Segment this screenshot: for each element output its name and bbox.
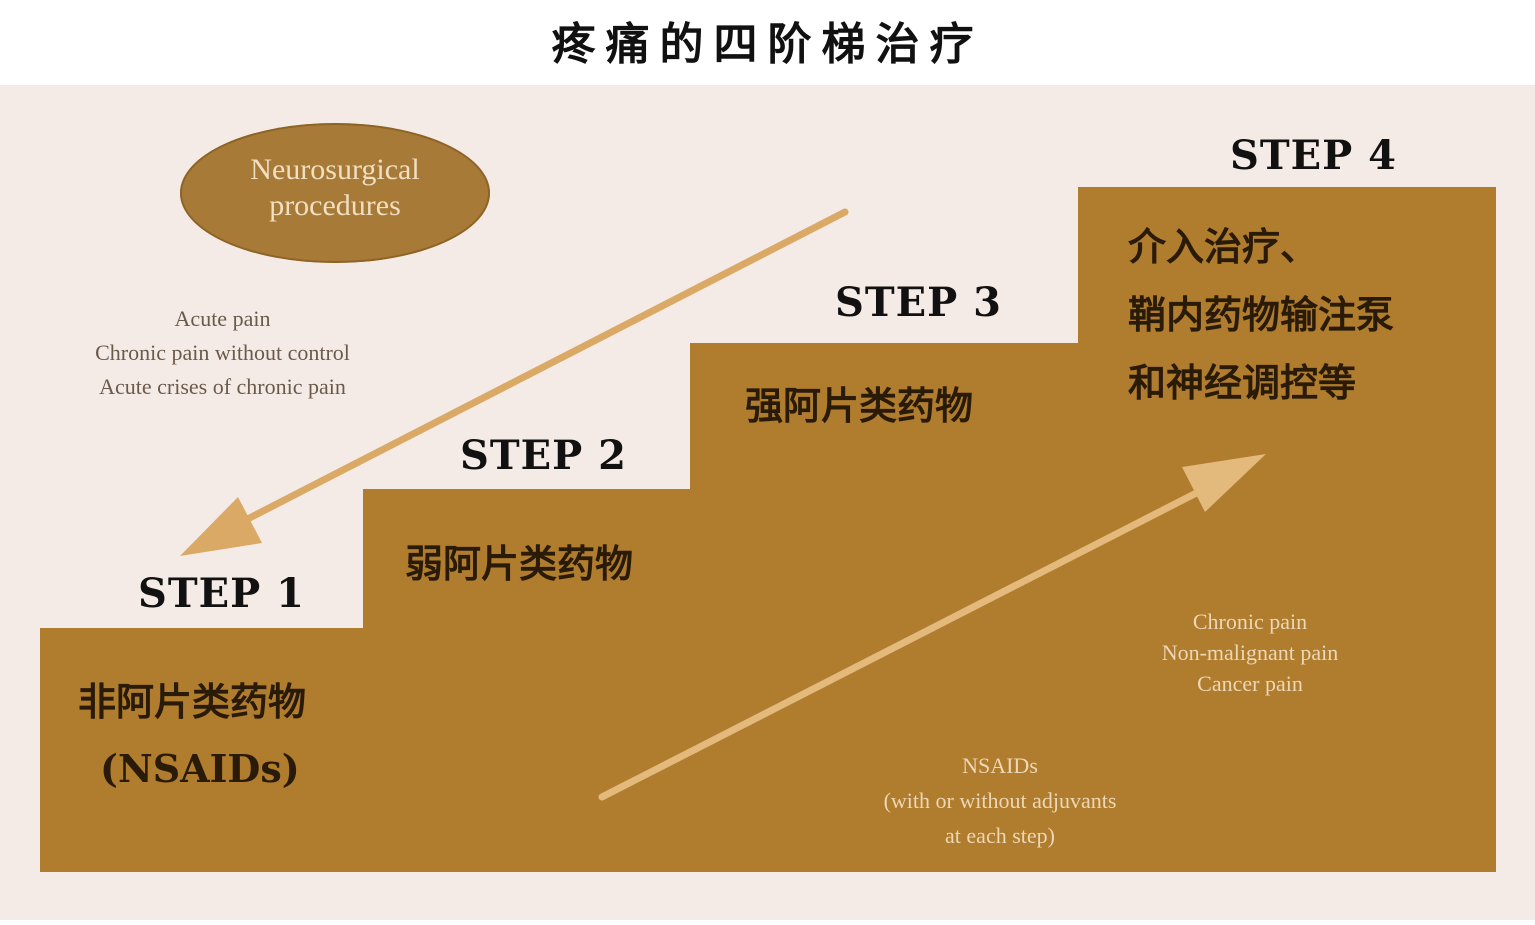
ascent-indication: Non-malignant pain: [1161, 640, 1339, 665]
page-title: 疼痛的四阶梯治疗: [551, 19, 984, 70]
step-4-line-2: 鞘内药物输注泵: [1128, 293, 1395, 337]
step-3-text: 强阿片类药物: [745, 384, 974, 428]
descent-indication: Acute pain: [174, 306, 271, 331]
descent-indications: Acute pain Chronic pain without control …: [40, 302, 405, 404]
step-2-label: STEP 2: [460, 432, 627, 479]
descent-indication: Chronic pain without control: [95, 340, 350, 365]
step-3-label: STEP 3: [835, 279, 1002, 326]
nsaids-note-line: NSAIDs: [962, 753, 1038, 778]
nsaids-note-line: (with or without adjuvants: [883, 788, 1117, 813]
step-1-block: [40, 628, 1496, 872]
step-3-block: [690, 343, 1496, 513]
step-2-block: [363, 489, 1496, 649]
neurosurgical-label: Neurosurgical procedures: [180, 152, 490, 224]
ascending-arrow: [598, 454, 1266, 801]
step-1-label: STEP 1: [138, 570, 305, 617]
descent-indication: Acute crises of chronic pain: [99, 374, 346, 399]
nsaids-note-line: at each step): [945, 823, 1055, 848]
ascent-indication: Chronic pain: [1192, 609, 1308, 634]
step-4-block: [1078, 187, 1496, 367]
ascent-indication: Cancer pain: [1197, 671, 1303, 696]
step-4-line-1: 介入治疗、: [1128, 225, 1319, 269]
step-4-label: STEP 4: [1230, 132, 1397, 179]
step-4-line-3: 和神经调控等: [1128, 361, 1357, 405]
neurosurgical-line-2: procedures: [269, 189, 401, 222]
step-2-text: 弱阿片类药物: [405, 542, 634, 586]
ascent-indications: Chronic pain Non-malignant pain Cancer p…: [1110, 606, 1390, 699]
neurosurgical-line-1: Neurosurgical: [250, 153, 420, 186]
descending-arrow: [180, 208, 849, 556]
neurosurgical-ellipse: [180, 123, 490, 263]
step-1-subtext: (NSAIDs): [100, 746, 300, 791]
step-1-text: 非阿片类药物: [78, 680, 307, 724]
nsaids-note: NSAIDs (with or without adjuvants at eac…: [820, 748, 1180, 853]
